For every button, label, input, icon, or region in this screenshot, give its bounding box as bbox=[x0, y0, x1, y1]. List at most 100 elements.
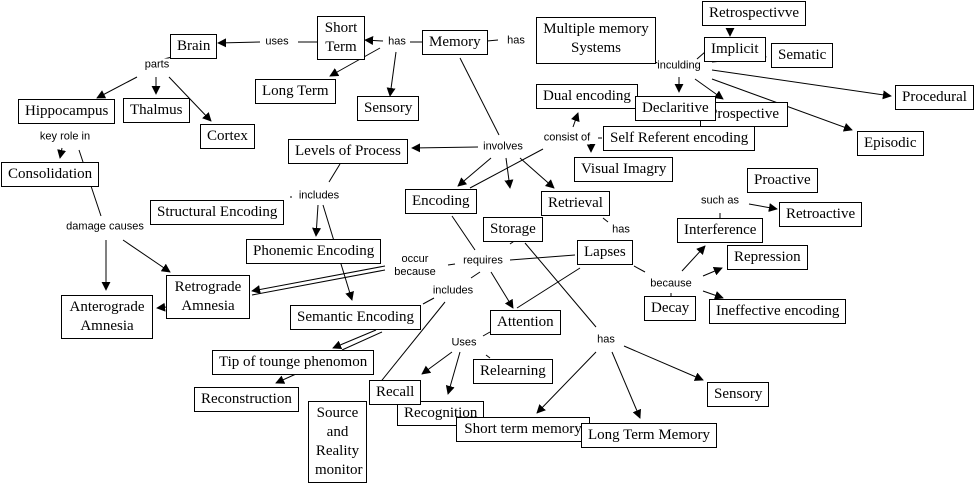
node-attention[interactable]: Attention bbox=[490, 310, 561, 335]
node-storage[interactable]: Storage bbox=[483, 217, 543, 242]
edge-has-stm bbox=[536, 351, 597, 414]
edge-uses-recognition bbox=[445, 351, 461, 395]
node-episodic[interactable]: Episodic bbox=[857, 131, 924, 156]
edge-has-sensory bbox=[386, 51, 397, 97]
label-has-left: has bbox=[388, 35, 406, 49]
node-long-term-memory[interactable]: Long Term Memory bbox=[581, 423, 717, 448]
node-short-term-memory[interactable]: Short term memory bbox=[456, 417, 590, 442]
edge-uses-relearning bbox=[485, 354, 491, 359]
edge-inculding-prospective bbox=[694, 78, 724, 100]
edge-has-sensory bbox=[623, 345, 704, 381]
node-visual-imagry[interactable]: Visual Imagry bbox=[574, 157, 674, 182]
edge-has-shortterm bbox=[364, 35, 384, 45]
label-consist-of: consist of bbox=[543, 131, 591, 145]
edge-attention-uses bbox=[482, 331, 491, 337]
node-proactive[interactable]: Proactive bbox=[747, 168, 818, 193]
node-anterograde-amnesia[interactable]: Anterograde Amnesia bbox=[61, 295, 153, 339]
edge-inculding-procedural bbox=[711, 69, 892, 100]
node-semantic-encoding[interactable]: Semantic Encoding bbox=[290, 305, 422, 330]
label-parts: parts bbox=[144, 58, 170, 72]
node-multiple-memory-systems[interactable]: Multiple memory Systems bbox=[536, 17, 656, 64]
edge-lapses-requires bbox=[509, 254, 576, 261]
label-inculding: inculding bbox=[657, 59, 701, 73]
node-sensory-top[interactable]: Sensory bbox=[357, 96, 420, 121]
node-declaritive[interactable]: Declaritive bbox=[635, 96, 716, 121]
node-reconstruction[interactable]: Reconstruction bbox=[194, 387, 299, 412]
node-hippocampus[interactable]: Hippocampus bbox=[18, 99, 116, 124]
label-has-lapses: has bbox=[612, 223, 630, 237]
node-retrieval[interactable]: Retrieval bbox=[541, 191, 610, 216]
edge-keyrole-consolidation bbox=[57, 147, 67, 159]
node-tip-of-tounge[interactable]: Tip of tounge phenomon bbox=[212, 350, 375, 375]
edge-involves-storage bbox=[504, 157, 514, 189]
node-retrospectivve[interactable]: Retrospectivve bbox=[702, 1, 806, 26]
edge-memory-involves bbox=[459, 57, 500, 136]
label-such-as: such as bbox=[701, 194, 739, 208]
node-repression[interactable]: Repression bbox=[727, 245, 808, 270]
node-consolidation[interactable]: Consolidation bbox=[1, 162, 100, 187]
edge-lapses-because bbox=[633, 265, 646, 273]
node-ineffective-encoding[interactable]: Ineffective encoding bbox=[709, 299, 847, 324]
label-includes-mid: includes bbox=[432, 284, 474, 298]
edge-encoding-consistof bbox=[469, 148, 544, 189]
edge-retrograde-anterograde bbox=[156, 302, 168, 312]
node-brain[interactable]: Brain bbox=[170, 34, 218, 59]
edge-lapses-attention bbox=[516, 267, 581, 309]
edge-encoding-requires bbox=[451, 215, 476, 251]
node-implicit[interactable]: Implicit bbox=[704, 37, 766, 62]
edge-requires-includes bbox=[470, 271, 481, 279]
label-uses-bottom: Uses bbox=[451, 336, 477, 350]
node-retroactive[interactable]: Retroactive bbox=[779, 202, 863, 227]
edge-uses-recall bbox=[421, 351, 453, 375]
node-sematic[interactable]: Sematic bbox=[771, 43, 834, 68]
node-relearning[interactable]: Relearning bbox=[473, 359, 553, 384]
edge-requires-attention bbox=[490, 271, 514, 309]
edge-semantic-tip-b bbox=[341, 331, 383, 351]
node-dual-encoding[interactable]: Dual encoding bbox=[536, 84, 638, 109]
edge-inculding-implicit bbox=[696, 51, 706, 60]
edge-includes-phonemic bbox=[312, 204, 322, 237]
node-short-term[interactable]: Short Term bbox=[317, 16, 365, 60]
edge-uses-brain bbox=[217, 38, 261, 48]
node-thalmus[interactable]: Thalmus bbox=[123, 98, 190, 123]
node-long-term[interactable]: Long Term bbox=[255, 79, 336, 104]
edge-occurbecause-retrograde-a bbox=[251, 265, 386, 294]
edge-levels-includes bbox=[328, 163, 341, 183]
edge-occurbecause-retrograde-b bbox=[251, 269, 386, 296]
node-interference[interactable]: Interference bbox=[677, 218, 764, 243]
node-levels-of-process[interactable]: Levels of Process bbox=[288, 139, 408, 164]
node-decay[interactable]: Decay bbox=[644, 296, 697, 321]
node-self-referent-encoding[interactable]: Self Referent encoding bbox=[603, 126, 756, 151]
node-encoding[interactable]: Encoding bbox=[405, 189, 477, 214]
edge-has-longterm bbox=[329, 47, 381, 77]
edge-parts-hippocampus bbox=[96, 76, 138, 99]
edge-damage-retrograde bbox=[122, 239, 171, 273]
edge-semantic-tip-a bbox=[332, 329, 377, 350]
edge-because-interference bbox=[681, 245, 706, 272]
node-structural-encoding[interactable]: Structural Encoding bbox=[150, 200, 285, 225]
edge-consistof-dual bbox=[571, 112, 580, 128]
edge-tip-reconstruction bbox=[275, 373, 297, 384]
label-includes-top: includes bbox=[298, 189, 340, 203]
edge-because-repression bbox=[702, 266, 723, 277]
node-phonemic-encoding[interactable]: Phonemic Encoding bbox=[246, 239, 382, 264]
node-memory[interactable]: Memory bbox=[422, 30, 488, 55]
node-retrograde-amnesia[interactable]: Retrograde Amnesia bbox=[166, 275, 250, 319]
label-uses: uses bbox=[265, 35, 289, 49]
edge-involves-retrieval bbox=[519, 157, 555, 189]
label-requires: requires bbox=[463, 254, 503, 268]
node-cortex[interactable]: Cortex bbox=[200, 124, 255, 149]
node-procedural[interactable]: Procedural bbox=[895, 85, 974, 110]
edge-includes-recall bbox=[369, 301, 446, 396]
node-lapses[interactable]: Lapses bbox=[577, 240, 633, 265]
label-has-right: has bbox=[507, 34, 525, 48]
node-recall[interactable]: Recall bbox=[369, 380, 422, 405]
edge-storage-has bbox=[524, 242, 597, 328]
edge-involves-levels bbox=[411, 143, 479, 153]
node-source-reality-monitor[interactable]: Source and Reality monitor bbox=[308, 401, 367, 483]
edge-requires-occur bbox=[447, 263, 456, 266]
node-sensory-bottom[interactable]: Sensory bbox=[707, 382, 770, 407]
label-involves: involves bbox=[483, 140, 523, 154]
